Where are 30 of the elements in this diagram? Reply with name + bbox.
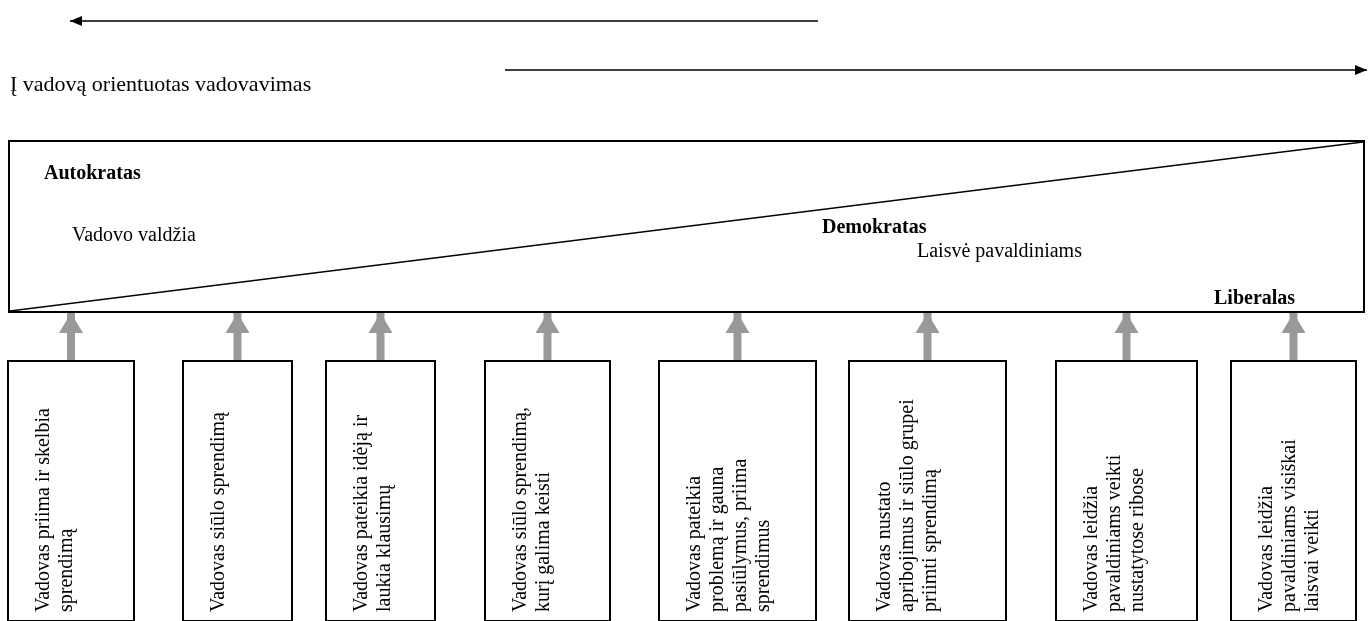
text-box [848,360,1007,621]
box-text: Vadovas pateikia idėją ir laukia klausimų [349,413,395,612]
heading: Liberalas [1214,285,1296,309]
heading: Autokratas [44,160,141,184]
box-text: Vadovas pateikia problemą ir gauna pasiūlymus, priima sprendimus [682,457,774,612]
box-text: Vadovas leidžia pavaldiniams visiškai laisvai veikti [1254,438,1323,612]
heading: Demokratas [822,214,927,238]
axis-label: Į vadovą orientuotas vadovavimas [10,72,312,96]
arrow [725,313,750,360]
box-text: Vadovas leidžia pavaldiniams veikti nustatytose ribose [1079,453,1148,612]
arrow [1114,313,1139,360]
arrow [59,313,83,360]
band-text: Laisvė pavaldiniams [917,238,1082,262]
arrow [368,313,393,360]
text-box [325,360,436,621]
text-box [658,360,817,621]
text-box [182,360,293,621]
arrow [915,313,940,360]
text-box [484,360,611,621]
box-text: Vadovas nustato apribojimus ir siūlo grupei priimti sprendimą [872,398,941,612]
arrow [1281,313,1306,360]
box-text: Vadovas siūlo sprendimą, kurį galima keisti [508,406,554,612]
arrow [535,313,560,360]
text-box [7,360,135,621]
text-box [1055,360,1198,621]
box-text: Vadovas priima ir skelbia sprendimą [31,407,77,612]
arrow [225,313,250,360]
band-text: Vadovo valdžia [72,222,196,246]
box-text: Vadovas siūlo sprendimą [206,412,229,612]
text-box [1230,360,1357,621]
